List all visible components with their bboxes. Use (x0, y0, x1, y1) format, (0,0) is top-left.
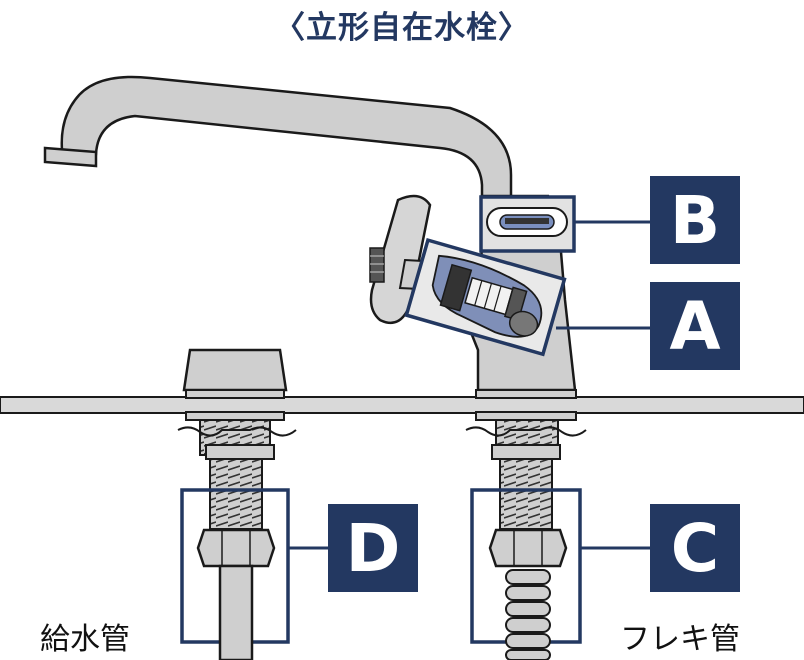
supply-pipe-label: 給水管 (40, 622, 130, 657)
handle-knurl (369, 247, 385, 283)
left-cap (182, 348, 288, 392)
faucet-spout (60, 75, 513, 200)
right-hex-nut (488, 528, 568, 568)
right-washer-top (475, 389, 577, 399)
counter-deck (0, 396, 804, 414)
label-d: D (328, 504, 418, 592)
right-hex-nut-upper (491, 444, 561, 460)
left-hex-nut (196, 528, 276, 568)
callout-box-a (404, 237, 567, 357)
flex-pipe-seg-5 (505, 633, 551, 649)
right-lock-washer (465, 426, 587, 437)
label-c: C (650, 504, 740, 592)
flex-pipe-seg-2 (505, 585, 551, 601)
right-washer-bottom (475, 411, 577, 421)
flexible-pipe-label: フレキ管 (620, 622, 740, 657)
flex-pipe-seg-1 (505, 569, 551, 585)
spout-tip (43, 146, 98, 168)
right-pipe-thread (499, 458, 553, 530)
left-washer-bottom (185, 411, 285, 421)
flex-pipe-seg-3 (505, 601, 551, 617)
diagram-title: 〈立形自在水栓〉 (274, 10, 530, 46)
left-pipe-thread (209, 458, 263, 530)
flex-pipe-seg-4 (505, 617, 551, 633)
left-hex-nut-upper (205, 444, 275, 460)
supply-pipe (218, 564, 254, 660)
faucet-handle (369, 194, 432, 325)
label-a: A (650, 282, 740, 370)
flex-pipe-seg-6 (505, 649, 551, 660)
label-b: B (650, 176, 740, 264)
left-lock-washer (177, 426, 297, 437)
left-washer-top (185, 389, 285, 399)
